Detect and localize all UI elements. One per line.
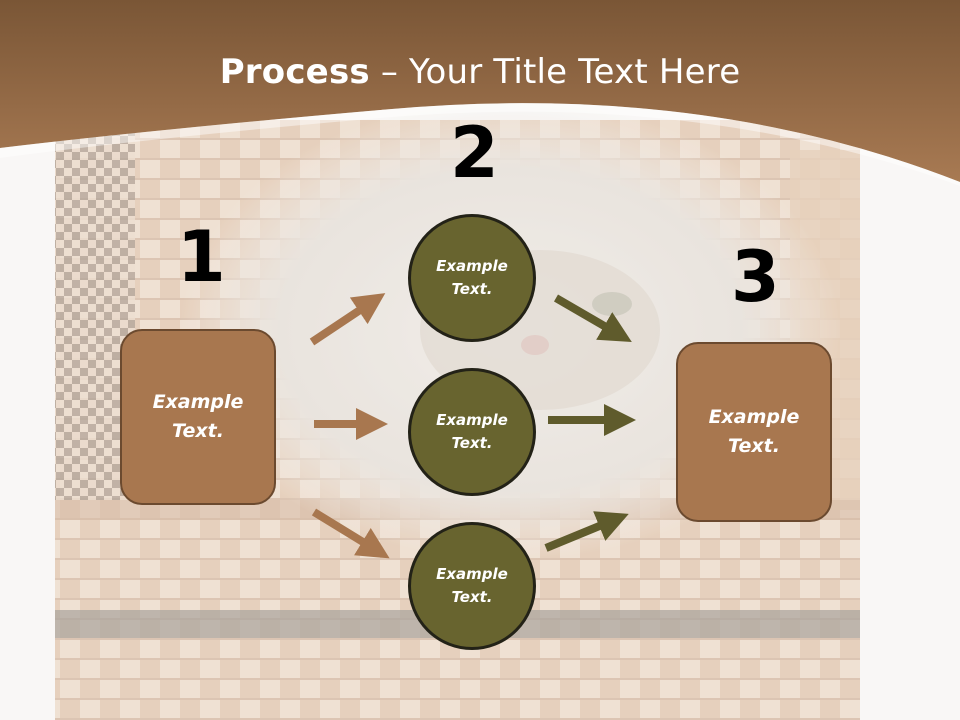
arrow-1-to-2c <box>311 508 390 559</box>
arrow-1-to-2a <box>309 293 386 346</box>
arrow-2c-to-3 <box>544 511 629 552</box>
title-bold: Process <box>219 52 370 92</box>
step-2-circle-2: Example Text. <box>408 368 536 496</box>
arrow-2a-to-3 <box>553 294 632 343</box>
step-number-2: 2 <box>450 112 499 194</box>
step-3-box: Example Text. <box>676 342 832 522</box>
step-2-circle-1: Example Text. <box>408 214 536 342</box>
slide-title: Process – Your Title Text Here <box>0 52 960 92</box>
step-number-3: 3 <box>731 236 780 318</box>
title-rest: – Your Title Text Here <box>369 52 741 92</box>
step-number-1: 1 <box>177 216 226 298</box>
step-1-box: Example Text. <box>120 329 276 505</box>
step-2-circle-3: Example Text. <box>408 522 536 650</box>
